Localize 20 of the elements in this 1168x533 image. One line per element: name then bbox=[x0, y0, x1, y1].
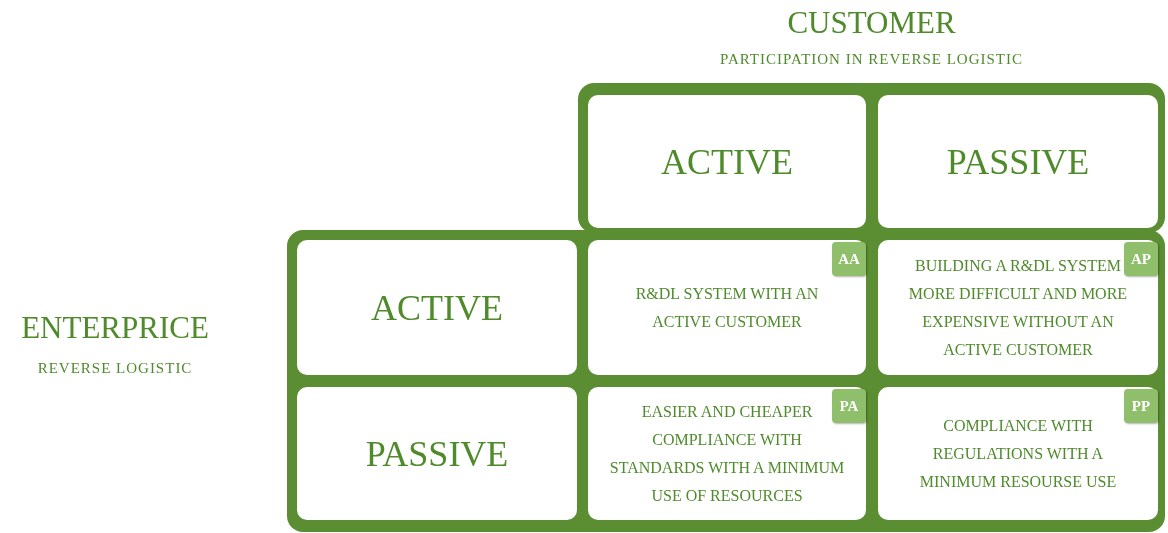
matrix-cell bbox=[878, 240, 1158, 375]
quadrant-tag: AA bbox=[832, 242, 866, 276]
matrix-cell bbox=[878, 387, 1158, 520]
matrix-cell bbox=[588, 240, 866, 375]
cell-text: R&DL SYSTEM WITH AN ACTIVE CUSTOMER bbox=[634, 283, 820, 332]
row-header: PASSIVE bbox=[297, 387, 577, 520]
header-frame bbox=[578, 83, 1165, 233]
quadrant-tag: PP bbox=[1124, 389, 1158, 423]
matrix-cell bbox=[588, 387, 866, 520]
quadrant-tag: PA bbox=[832, 389, 866, 423]
axis-subtitle: PARTICIPATION IN REVERSE LOGISTIC bbox=[719, 50, 1024, 69]
axis-title: ENTERPRICE bbox=[21, 309, 209, 347]
axis-title: CUSTOMER bbox=[787, 4, 956, 42]
row-header: ACTIVE bbox=[297, 240, 577, 375]
column-header: PASSIVE bbox=[878, 95, 1158, 228]
column-header: ACTIVE bbox=[588, 95, 866, 228]
quadrant-tag: AP bbox=[1124, 242, 1158, 276]
axis-subtitle: REVERSE LOGISTIC bbox=[37, 359, 193, 378]
cell-text: COMPLIANCE WITH REGULATIONS WITH A MINIMUM RESOURSE USE bbox=[918, 415, 1118, 492]
matrix-frame bbox=[287, 230, 1165, 532]
